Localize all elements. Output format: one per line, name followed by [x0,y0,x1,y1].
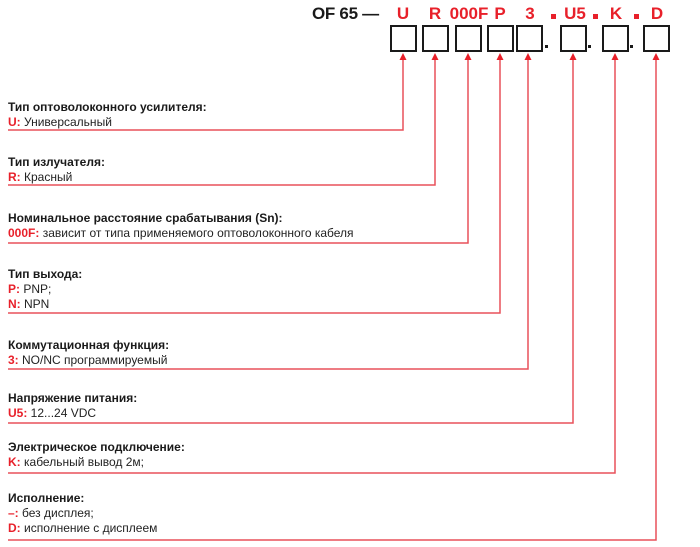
code-box-5 [516,25,543,52]
option-code: D: [8,521,21,535]
box-separator-dot [545,45,548,48]
option-description: 12...24 VDC [27,406,97,420]
option-description: исполнение с дисплеем [20,521,158,535]
arrow-up-icon [464,53,472,60]
code-box-1 [390,25,417,52]
box-separator-dot [588,45,591,48]
arrow-up-icon [652,53,660,60]
spec-section: Электрическое подключение:K: кабельный в… [8,440,185,470]
connector-line [8,57,469,244]
spec-section: Коммутационная функция:3: NO/NC программ… [8,338,169,368]
connector-line [8,57,404,131]
code-part-connection: K [609,4,623,23]
code-part-sensing-distance: 000F [449,4,489,23]
code-part-switching-function: 3 [525,4,535,23]
option-description: зависит от типа применяемого оптоволокон… [39,226,354,240]
code-part-emitter-type: R [428,4,442,23]
code-part-supply-voltage: U5 [564,4,586,23]
option-code: P: [8,282,20,296]
section-title: Исполнение: [8,491,85,505]
code-box-8 [643,25,670,52]
option-code: N: [8,297,21,311]
option-description: кабельный вывод 2м; [20,455,144,469]
arrow-up-icon [496,53,504,60]
option-description: Красный [20,170,73,184]
code-box-7 [602,25,629,52]
spec-section: Тип выхода:P: PNP;N: NPN [8,267,82,312]
code-separator-dot [551,14,556,19]
spec-section: Напряжение питания:U5: 12...24 VDC [8,391,137,421]
spec-section: Номинальное расстояние срабатывания (Sn)… [8,211,354,241]
option-row: R: Красный [8,170,105,185]
arrow-up-icon [611,53,619,60]
option-row: D: исполнение с дисплеем [8,521,157,536]
option-description: NPN [20,297,50,311]
option-code: 000F: [8,226,40,240]
option-row: –: без дисплея; [8,506,157,521]
model-prefix: OF 65 — [312,4,379,23]
code-box-3 [455,25,482,52]
section-title: Номинальное расстояние срабатывания (Sn)… [8,211,283,225]
spec-section: Тип излучателя:R: Красный [8,155,105,185]
connector-line [8,57,616,474]
section-title: Напряжение питания: [8,391,138,405]
option-row: 3: NO/NC программируемый [8,353,169,368]
section-title: Коммутационная функция: [8,338,170,352]
section-title: Тип выхода: [8,267,83,281]
section-title: Тип излучателя: [8,155,105,169]
model-code-row: OF 65 — U R 000F P 3 U5 K D [0,2,700,24]
option-row: P: PNP; [8,282,82,297]
arrow-up-icon [399,53,407,60]
option-row: N: NPN [8,297,82,312]
code-box-2 [422,25,449,52]
arrow-up-icon [524,53,532,60]
code-box-4 [487,25,514,52]
option-code: –: [8,506,19,520]
option-row: 000F: зависит от типа применяемого оптов… [8,226,354,241]
option-row: U5: 12...24 VDC [8,406,137,421]
code-part-version: D [650,4,664,23]
option-code: U: [8,115,21,129]
code-part-output-type: P [494,4,506,23]
box-separator-dot [630,45,633,48]
code-separator-dot [593,14,598,19]
option-code: 3: [8,353,19,367]
code-box-6 [560,25,587,52]
code-part-amplifier-type: U [396,4,410,23]
section-title: Тип оптоволоконного усилителя: [8,100,207,114]
option-code: K: [8,455,21,469]
code-separator-dot [634,14,639,19]
connector-line [8,57,574,424]
connector-line [8,57,501,314]
option-description: без дисплея; [18,506,94,520]
spec-section: Тип оптоволоконного усилителя:U: Универс… [8,100,207,130]
option-description: PNP; [20,282,52,296]
spec-section: Исполнение:–: без дисплея;D: исполнение … [8,491,157,536]
arrow-up-icon [431,53,439,60]
option-code: U5: [8,406,28,420]
option-description: Универсальный [20,115,112,129]
option-description: NO/NC программируемый [18,353,168,367]
option-row: U: Универсальный [8,115,207,130]
connector-line [8,57,529,370]
section-title: Электрическое подключение: [8,440,185,454]
option-code: R: [8,170,21,184]
connector-line [8,57,436,186]
option-row: K: кабельный вывод 2м; [8,455,185,470]
connector-line [8,57,657,541]
arrow-up-icon [569,53,577,60]
